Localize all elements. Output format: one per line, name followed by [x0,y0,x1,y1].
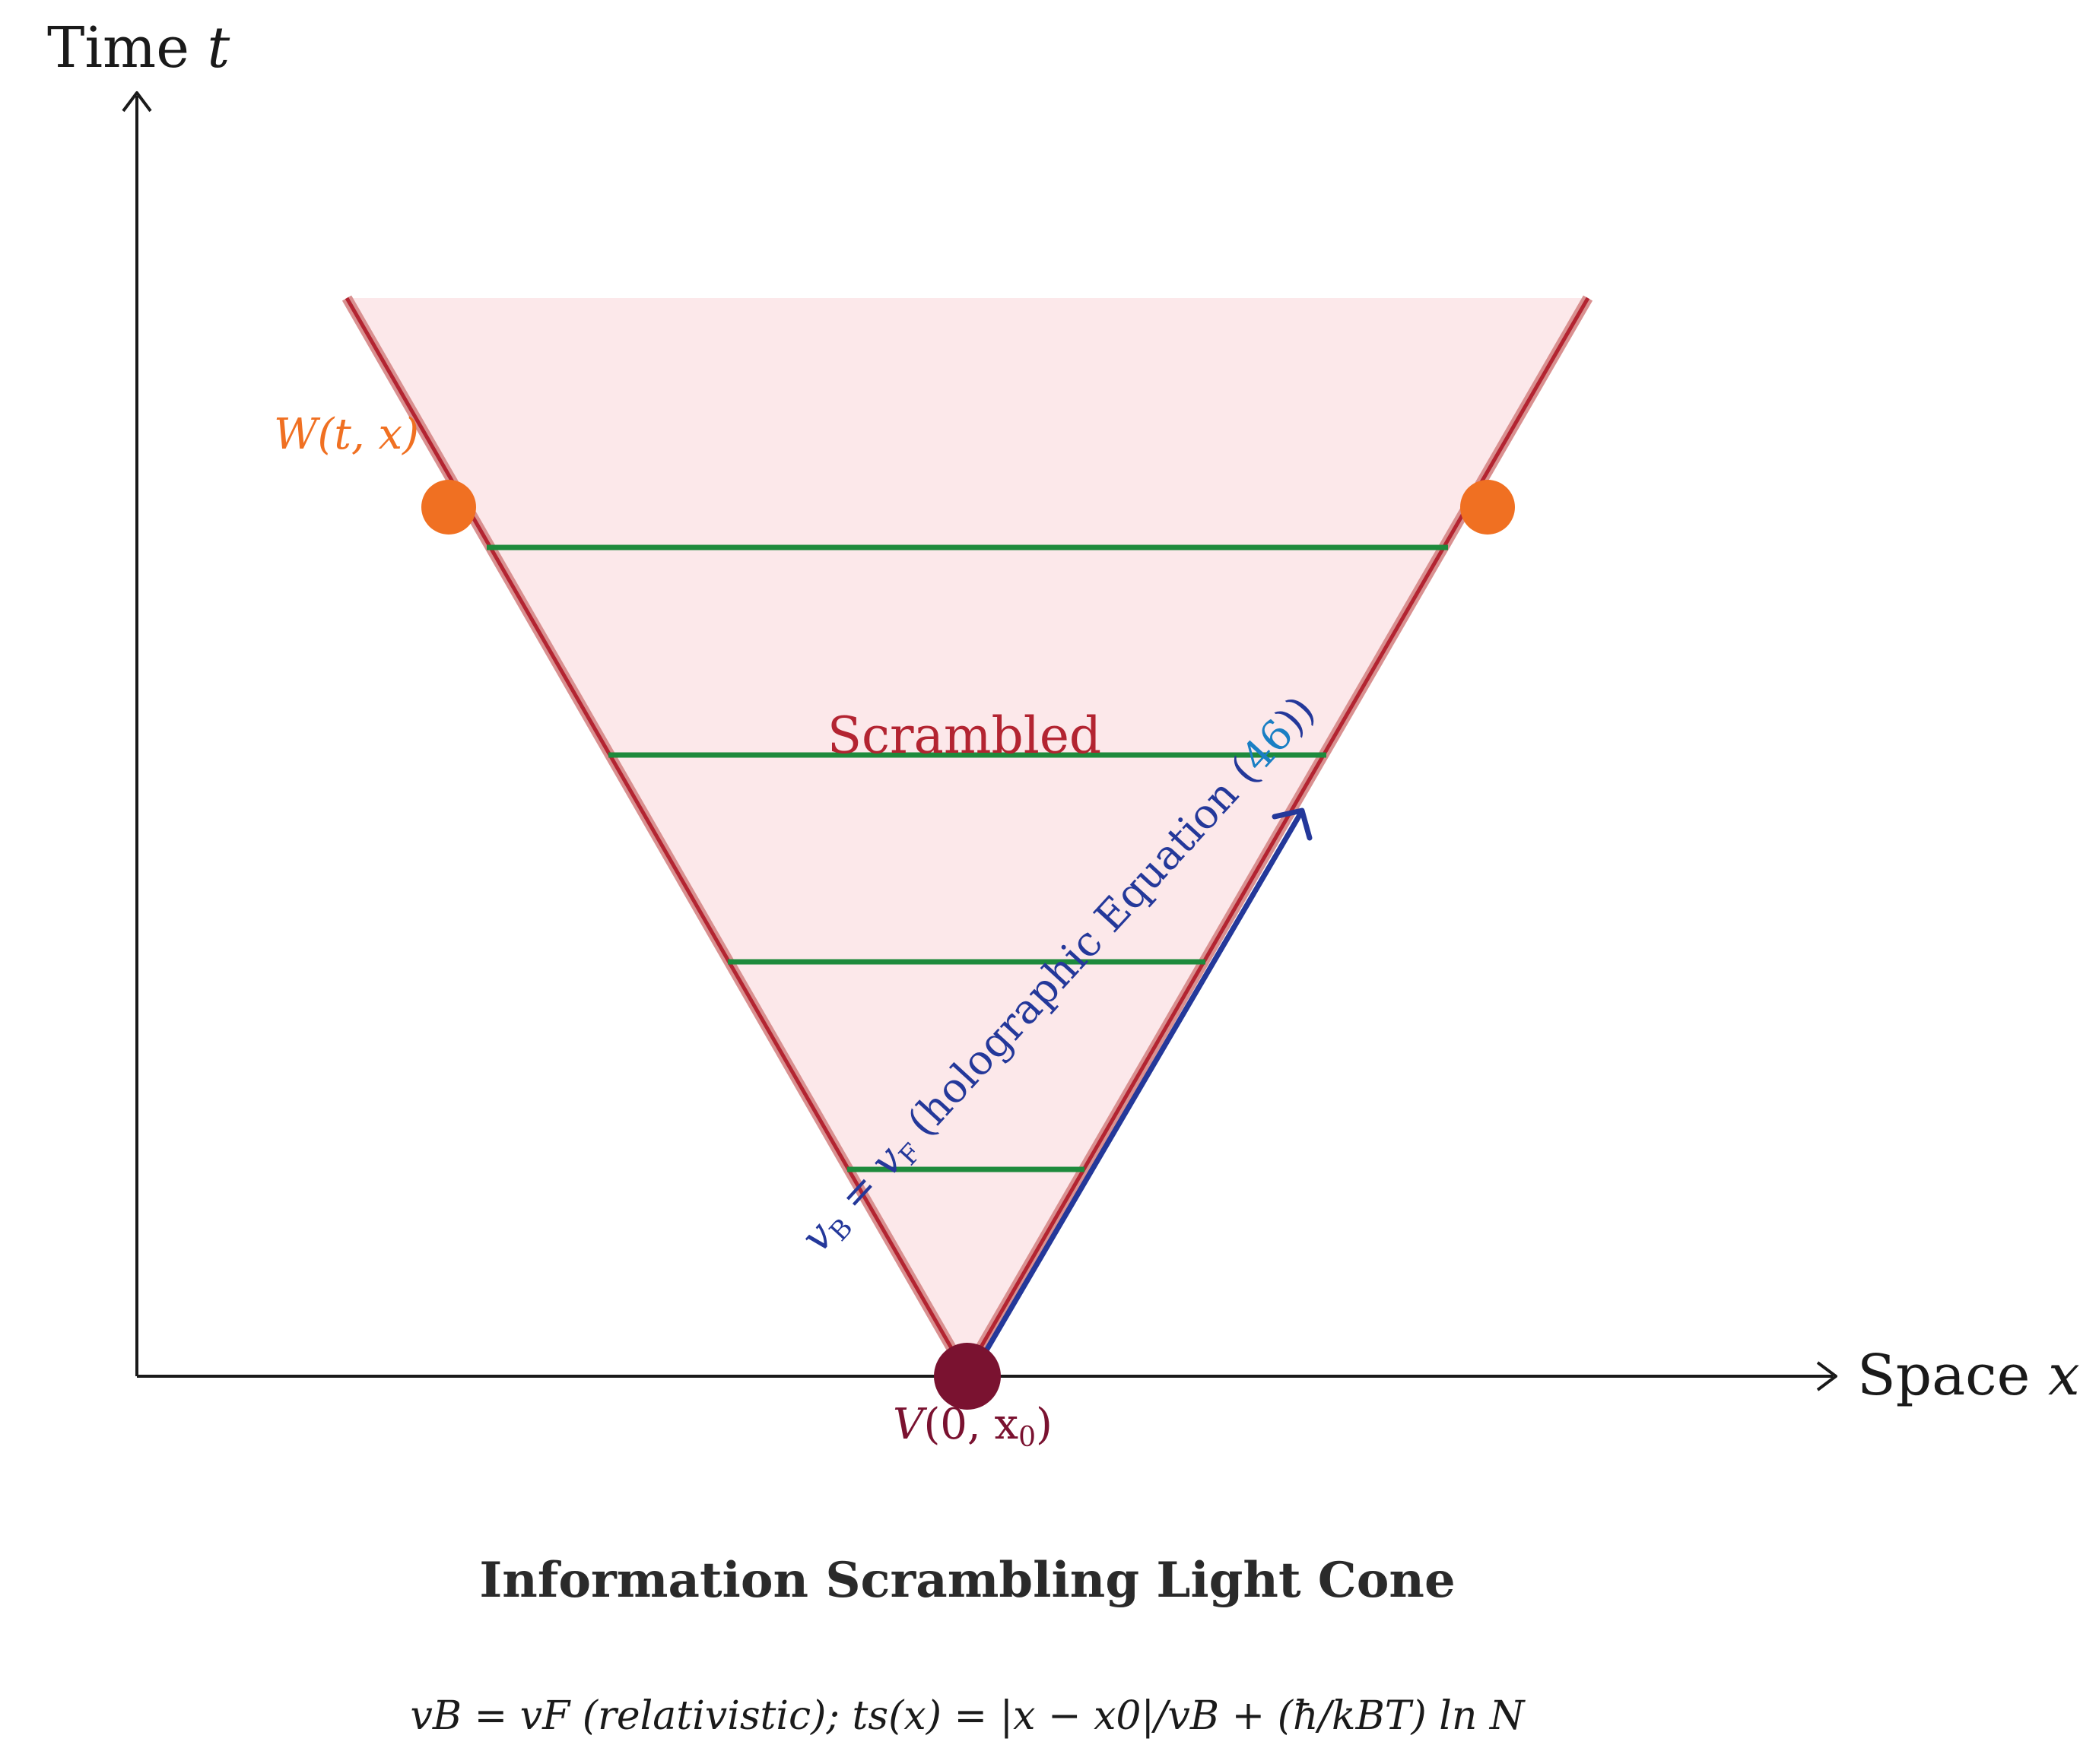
cone-edge-left [345,297,968,1375]
source-point [934,1343,1001,1410]
cone-edge-right [964,297,1590,1375]
source-label-subscript: 0 [1018,1422,1036,1453]
x-axis-arrowhead [1816,1361,1837,1391]
level-lines [487,544,1448,1172]
source-label: V(0, x0) [893,1400,1053,1453]
velocity-arrow-shaft [978,811,1304,1363]
source-label-close: ) [1036,1400,1053,1449]
y-axis-label: Time t [47,15,230,81]
scrambled-label: Scrambled [827,706,1101,765]
y-axis-arrowhead [122,91,152,113]
velocity-arrowhead [1272,807,1313,841]
probe-point-left [421,480,476,535]
velocity-arrow [978,807,1313,1363]
source-label-function: V [893,1400,928,1449]
source-label-args: (0, x [923,1400,1018,1449]
caption-title: Information Scrambling Light Cone [479,1552,1455,1609]
caption-formula: vB = vF (relativistic); ts(x) = |x − x0|… [411,1693,1526,1739]
probe-label: W(t, x) [274,410,419,459]
cone-edges [341,295,1593,1376]
x-axis-label: Space x [1857,1343,2080,1408]
probe-point-right [1460,480,1515,535]
scrambled-region [347,298,1588,1373]
